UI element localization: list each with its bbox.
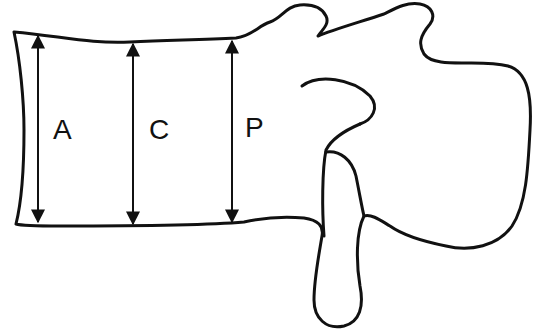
measurement-label: A: [52, 116, 73, 144]
measurement-label: P: [244, 114, 265, 142]
height-arrow: [132, 44, 134, 224]
measurement-label: C: [148, 116, 170, 144]
facet-line: [326, 152, 364, 216]
articular-line: [323, 124, 360, 236]
height-arrow: [37, 36, 39, 222]
pedicle-line: [302, 79, 375, 124]
vertebra-outline: [14, 4, 530, 327]
height-arrow: [231, 41, 233, 222]
